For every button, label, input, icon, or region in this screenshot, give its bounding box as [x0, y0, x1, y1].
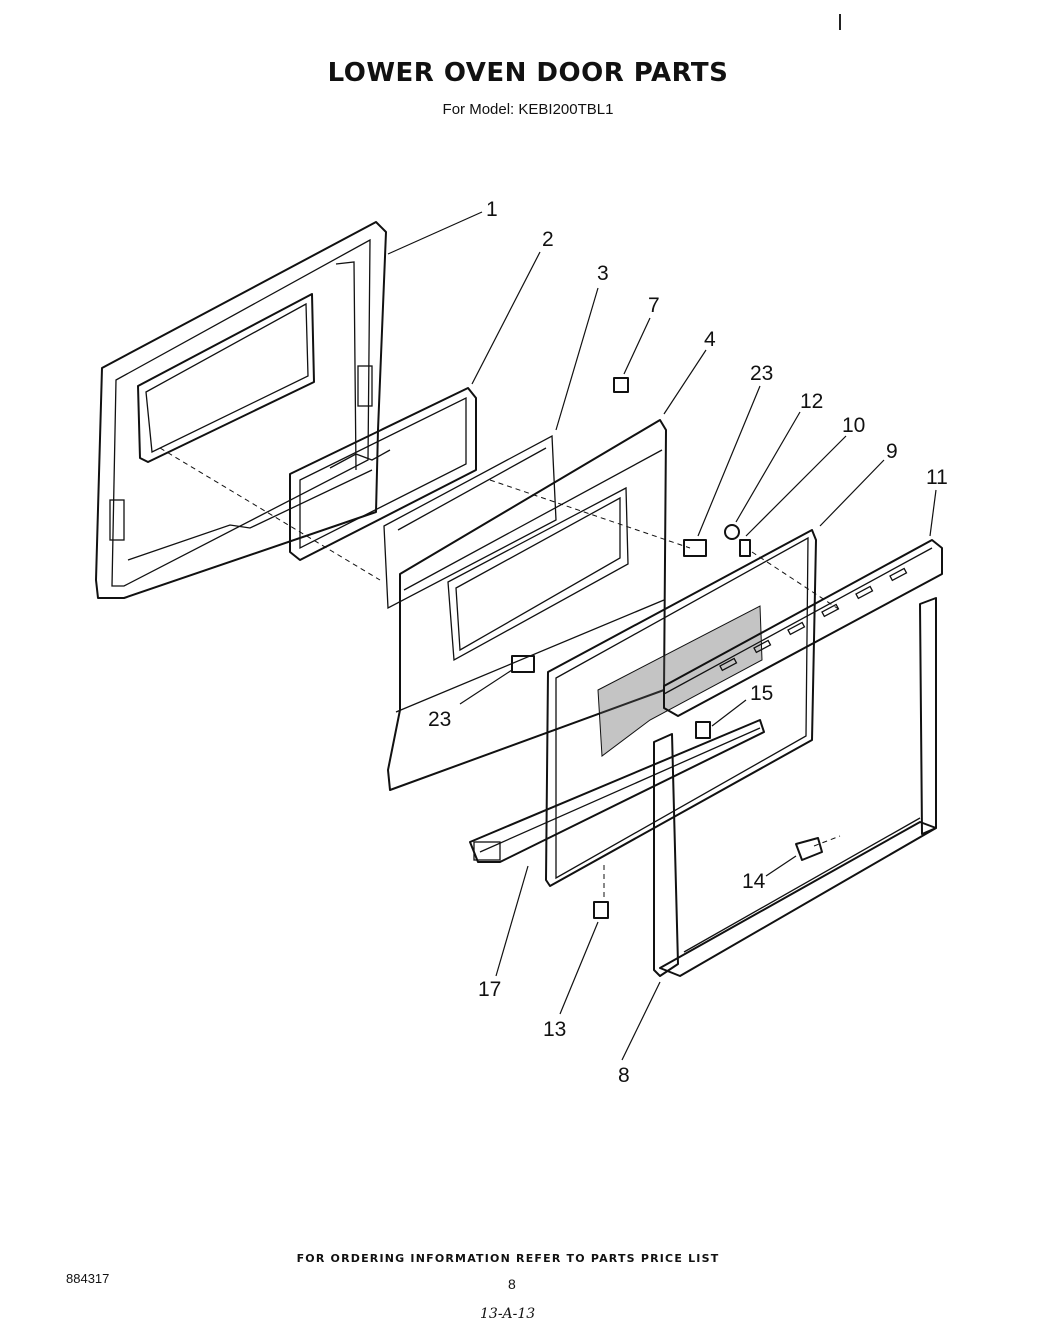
part-17-bottom-channel — [469, 719, 765, 863]
callout-9: 9 — [886, 440, 898, 463]
callout-13: 13 — [543, 1018, 566, 1041]
callout-15: 15 — [750, 682, 773, 705]
model-subtitle: For Model: KEBI200TBL1 — [442, 101, 614, 118]
page-title: LOWER OVEN DOOR PARTS — [327, 58, 729, 88]
callout-23-lower: 23 — [428, 708, 451, 731]
part-13-clip — [593, 901, 609, 919]
part-15-clip — [695, 721, 711, 739]
callout-14: 14 — [742, 870, 766, 893]
part-2-window-gasket — [289, 387, 477, 561]
callout-3: 3 — [597, 262, 609, 285]
alignment-lines — [159, 447, 841, 900]
ordering-note: FOR ORDERING INFORMATION REFER TO PARTS … — [296, 1252, 720, 1265]
callout-23-upper: 23 — [750, 362, 773, 385]
part-23-hinge-lower — [511, 655, 535, 673]
part-1-outer-door-panel — [95, 221, 387, 599]
part-10-bracket — [739, 539, 751, 557]
part-23-hinge-upper — [683, 539, 707, 557]
part-11-top-channel — [663, 539, 943, 717]
callout-11: 11 — [926, 466, 948, 489]
document-number: 884317 — [66, 1271, 110, 1286]
callout-8: 8 — [618, 1064, 630, 1087]
callout-7: 7 — [648, 294, 660, 317]
handwritten-code: 13-A-13 — [480, 1306, 536, 1322]
callout-4: 4 — [704, 328, 716, 351]
callout-12: 12 — [800, 390, 823, 413]
part-12-screw — [724, 524, 740, 540]
leader-lines — [387, 211, 937, 1061]
callout-1: 1 — [486, 198, 498, 221]
page-number: 8 — [508, 1276, 516, 1292]
callout-2: 2 — [542, 228, 554, 251]
part-9-glass-pane — [545, 529, 817, 887]
part-3-inner-glass — [383, 434, 557, 610]
mesh-screen — [597, 605, 763, 757]
corner-tick-mark — [839, 14, 841, 30]
callout-17: 17 — [478, 978, 501, 1001]
part-14-handle-clip — [795, 837, 823, 861]
part-8-outer-frame — [653, 597, 937, 977]
callout-10: 10 — [842, 414, 865, 437]
part-7-clip — [613, 377, 629, 393]
